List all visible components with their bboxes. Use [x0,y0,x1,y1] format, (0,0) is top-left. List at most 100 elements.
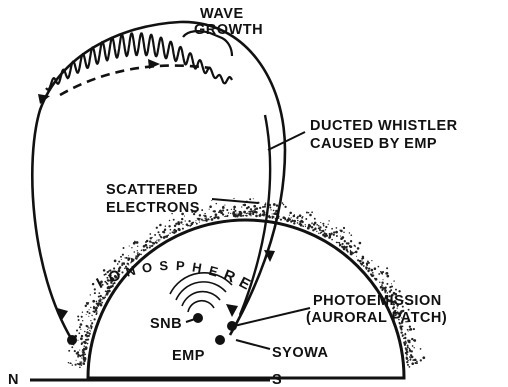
stipple-dot [84,341,87,344]
stipple-dot [320,222,321,223]
stipple-dot [233,198,234,199]
arrow-top-dashed [148,59,160,69]
stipple-dot [94,292,96,294]
stipple-dot [100,303,102,305]
stipple-dot [121,264,123,266]
stipple-dot [289,212,292,215]
stipple-dot [359,242,362,245]
stipple-dot [318,233,319,234]
stipple-dot [168,234,169,235]
stipple-dot [100,300,101,301]
scattered-electrons-label-line1: SCATTERED [106,182,198,198]
stipple-dot [94,288,96,290]
stipple-dot [74,350,76,352]
stipple-dot [77,315,79,317]
stipple-dot [78,363,80,365]
stipple-dot [262,206,264,208]
stipple-dot [177,223,180,226]
stipple-dot [411,362,414,365]
stipple-dot [362,260,363,261]
stipple-dot [305,224,306,225]
stipple-dot [226,209,228,211]
electron-dashed-path [60,66,210,95]
stipple-dot [86,314,87,315]
stipple-dot [80,329,81,330]
scattered-electrons-label-line2: ELECTRONS [106,200,200,216]
stipple-dot [192,223,194,225]
stipple-dot [273,210,275,212]
stipple-dot [245,215,246,216]
stipple-dot [137,250,138,251]
stipple-dot [382,279,383,280]
stipple-dot [129,245,130,246]
stipple-dot [181,218,183,220]
stipple-dot [250,208,252,210]
ducted-whistler-label-line1: DUCTED WHISTLER [310,118,458,134]
stipple-dot [409,359,411,361]
stipple-dot [269,215,270,216]
stipple-dot [241,215,243,217]
stipple-dot [216,203,217,204]
stipple-dot [253,205,256,208]
stipple-dot [120,256,122,258]
stipple-dot [137,253,138,254]
stipple-dot [173,219,175,221]
stipple-dot [126,257,128,259]
stipple-dot [81,316,83,318]
stipple-dot [252,212,254,214]
stipple-dot [81,357,82,358]
stipple-dot [80,323,83,326]
stipple-dot [263,211,265,213]
stipple-dot [131,259,134,262]
stipple-dot [83,352,85,354]
stipple-dot [372,272,374,274]
stipple-dot [106,283,108,285]
stipple-dot [320,232,322,234]
stipple-dot [76,352,78,354]
stipple-dot [243,211,246,214]
stipple-dot [76,360,77,361]
stipple-dot [382,271,384,273]
stipple-dot [420,348,422,350]
stipple-dot [143,249,145,251]
stipple-dot [215,213,218,216]
stipple-dot [83,354,85,356]
stipple-dot [340,236,341,237]
stipple-dot [357,247,360,250]
stipple-dot [104,281,106,283]
stipple-dot [72,364,73,365]
stipple-dot [174,225,176,227]
stipple-dot [414,347,415,348]
stipple-dot [250,213,252,215]
stipple-dot [90,294,91,295]
stipple-dot [201,209,203,211]
stipple-dot [250,215,251,216]
stipple-dot [297,216,299,218]
stipple-dot [329,233,331,235]
stipple-dot [101,302,103,304]
north-conjugate-point [67,335,77,345]
stipple-dot [395,289,397,291]
stipple-dot [213,210,215,212]
stipple-dot [325,229,326,230]
stipple-dot [272,213,273,214]
stipple-dot [81,335,83,337]
photoemission-label-line2: (AURORAL PATCH) [306,310,447,326]
stipple-dot [316,224,318,226]
stipple-dot [311,226,313,228]
stipple-dot [366,264,367,265]
stipple-dot [145,249,147,251]
stipple-dot [201,219,203,221]
stipple-dot [339,243,340,244]
stipple-dot [178,228,181,231]
stipple-dot [70,363,71,364]
stipple-dot [413,328,415,330]
stipple-dot [156,240,157,241]
stipple-dot [264,204,266,206]
stipple-dot [326,234,327,235]
stipple-dot [199,220,200,221]
stipple-dot [408,331,409,332]
stipple-dot [204,215,205,216]
